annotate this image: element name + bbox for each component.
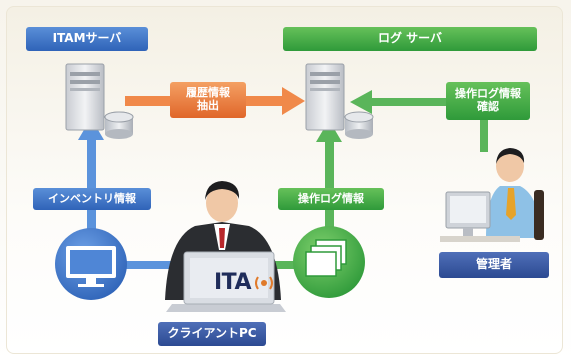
admin-label: 管理者 [439, 252, 549, 278]
laptop-icon [166, 251, 286, 312]
person-icon [486, 148, 544, 240]
inventory-label: インベントリ情報 [33, 188, 151, 210]
server-icon [65, 63, 134, 139]
signal-icon [255, 276, 273, 290]
client-to-pc-line [120, 261, 215, 269]
pc-to-docs-line [262, 261, 310, 269]
oplog-confirm-label: 操作ログ情報 確認 [446, 82, 530, 120]
history-arrowhead [282, 87, 305, 115]
monitor-icon [440, 191, 520, 242]
oplog-label: 操作ログ情報 [278, 188, 384, 210]
admin-confirm-line [370, 98, 455, 106]
connector-lines [78, 87, 488, 269]
client-pc-label: クライアントPC [158, 322, 266, 346]
brand-logo-text: ITA [214, 270, 252, 295]
admin-vertical-line [480, 120, 488, 152]
admin-confirm-arrowhead [350, 90, 372, 114]
server-icon [305, 63, 374, 139]
history-extract-label: 履歴情報 抽出 [170, 82, 246, 118]
monitor-icon [55, 228, 127, 300]
oplog-arrowhead [316, 120, 342, 142]
log-server-label: ログ サーバ [283, 27, 537, 51]
document-stack-icon [293, 226, 365, 298]
itam-server-label: ITAMサーバ [26, 27, 148, 51]
